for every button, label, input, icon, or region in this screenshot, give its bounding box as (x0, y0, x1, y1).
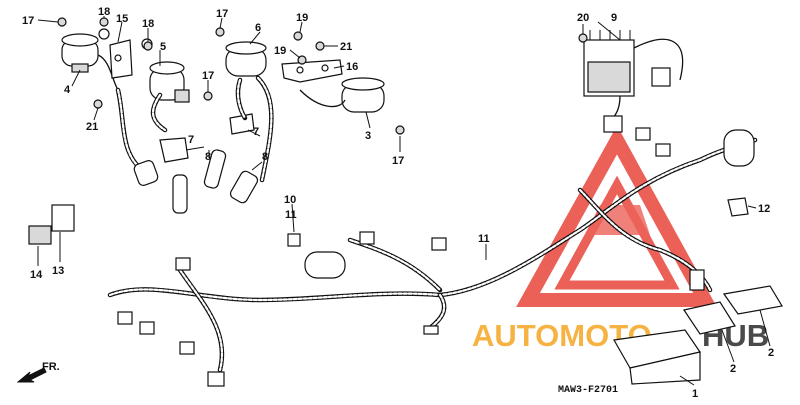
callout-17-top-left: 17 (22, 15, 34, 27)
harness-clip (287, 233, 301, 247)
callout-13: 13 (52, 265, 64, 277)
relay-assembly (28, 204, 75, 245)
main-wire-harness (107, 127, 758, 387)
callout-14: 14 (30, 269, 43, 281)
front-direction-indicator: FR. (16, 361, 60, 383)
callout-19-top: 19 (296, 12, 308, 24)
callout-4: 4 (64, 84, 71, 96)
callout-11-harness: 11 (478, 233, 490, 245)
callout-2-right: 2 (768, 347, 774, 359)
callout-8-left: 8 (205, 151, 211, 163)
callout-2-left: 2 (730, 363, 736, 375)
callout-1: 1 (692, 388, 698, 400)
fasteners (57, 17, 588, 135)
callout-20: 20 (577, 12, 589, 24)
watermark-triangle-logo (516, 125, 717, 307)
callout-17-mid: 17 (202, 70, 214, 82)
callout-17-top-center: 17 (216, 8, 228, 20)
callout-7-left: 7 (188, 134, 194, 146)
watermark: AUTOMOTO HUB (472, 125, 769, 353)
leader-lines (37, 16, 771, 386)
fuse-box-assembly (613, 285, 783, 385)
callout-18-left: 18 (98, 6, 110, 18)
coil-bracket (109, 39, 133, 79)
callout-17-right: 17 (392, 155, 404, 167)
connector-clip (727, 197, 749, 217)
front-arrow-icon (16, 367, 47, 383)
callout-19-mid: 19 (274, 45, 286, 57)
coil-bracket-rear (281, 59, 343, 83)
callout-18-center: 18 (142, 18, 154, 30)
ignition-coil-left (61, 28, 119, 91)
regulator-rectifier (583, 30, 684, 133)
callout-9: 9 (611, 12, 617, 24)
callout-labels: 17 18 15 18 5 4 21 17 6 17 19 19 21 16 3… (22, 6, 774, 400)
callout-12: 12 (758, 203, 770, 215)
callout-16: 16 (346, 61, 358, 73)
ignition-coil-rear (225, 41, 274, 183)
callout-7-right: 7 (253, 126, 259, 138)
callout-15: 15 (116, 13, 128, 25)
callout-6: 6 (255, 22, 261, 34)
spark-plug-caps (159, 113, 259, 214)
front-direction-label: FR. (42, 361, 60, 373)
callout-21-left: 21 (86, 121, 98, 133)
diagram-code: MAW3-F2701 (558, 385, 618, 396)
callout-8-right: 8 (262, 151, 268, 163)
callout-10: 10 (284, 194, 296, 206)
ignition-coil-right (299, 77, 385, 113)
callout-5: 5 (160, 41, 166, 53)
callout-21-right: 21 (340, 41, 352, 53)
spark-plug-leads-left (115, 87, 168, 186)
callout-11-clip: 11 (285, 209, 297, 221)
callout-3: 3 (365, 130, 371, 142)
